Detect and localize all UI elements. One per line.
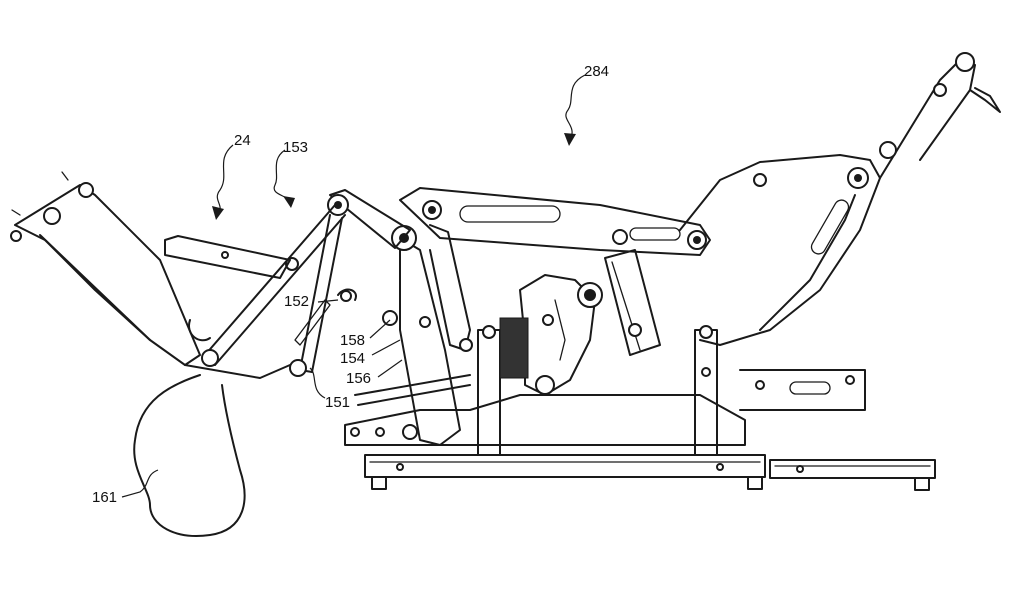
leader-152: [317, 299, 339, 303]
leader-161: [121, 469, 159, 498]
vertical-posts: [477, 325, 718, 456]
back-frame: [679, 52, 1001, 346]
ref-label-284: 284: [584, 63, 610, 80]
seat-frame: [399, 187, 711, 256]
ref-label-154: 154: [340, 350, 366, 367]
leader-lines: [121, 74, 586, 498]
side-plate: [344, 369, 866, 446]
ottoman-frame: [10, 171, 291, 379]
leader-154: [371, 339, 401, 356]
ref-label-161: 161: [92, 489, 118, 506]
center-bracket: [499, 274, 603, 396]
arrow-153: [283, 196, 295, 208]
ref-label-151: 151: [325, 394, 351, 411]
leader-156: [377, 359, 403, 378]
footrest-linkage: [164, 189, 411, 377]
leader-24: [216, 144, 234, 215]
arrow-24: [212, 206, 224, 220]
base-rail: [364, 454, 936, 491]
leader-158: [369, 319, 391, 339]
slot-plate: [604, 249, 661, 356]
ref-label-153: 153: [283, 139, 309, 156]
leader-151: [309, 367, 326, 399]
cushion-outline: [133, 374, 246, 537]
ref-label-152: 152: [284, 293, 310, 310]
ref-label-156: 156: [346, 370, 372, 387]
leader-284: [565, 74, 586, 141]
leader-153: [273, 149, 291, 203]
arrow-284: [564, 133, 576, 146]
ref-label-24: 24: [234, 132, 251, 149]
ref-label-158: 158: [340, 332, 366, 349]
